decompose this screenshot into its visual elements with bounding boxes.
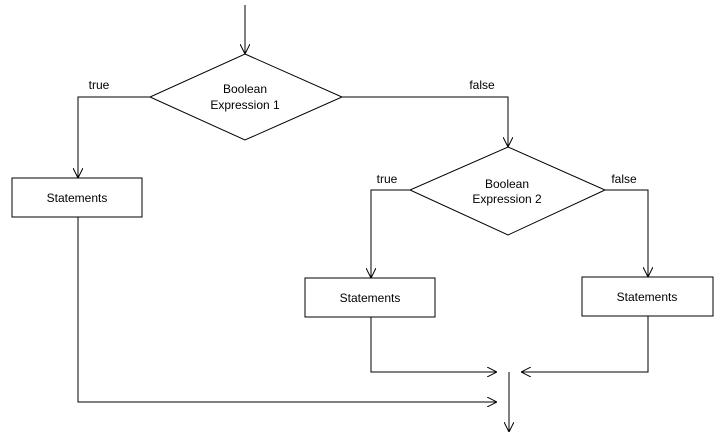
decision-1-diamond xyxy=(148,53,344,141)
decision-2-false-arrow xyxy=(605,189,648,277)
statements-box-2 xyxy=(304,277,436,318)
decision-2-label-line1: Boolean xyxy=(485,177,529,191)
decision-1-true-arrow xyxy=(78,96,150,178)
decision-1-true-label: true xyxy=(89,78,110,92)
statements-box-1-label: Statements xyxy=(47,191,108,205)
decision-2-true-label: true xyxy=(377,172,398,186)
statements-box-3-label: Statements xyxy=(617,290,678,304)
statements-box-2-label: Statements xyxy=(340,291,401,305)
decision-2-true-arrow xyxy=(371,189,410,278)
decision-2-label-line2: Expression 2 xyxy=(472,192,542,206)
decision-1-false-arrow xyxy=(342,96,508,147)
decision-1-label-line2: Expression 1 xyxy=(210,98,280,112)
decision-1-label-line1: Boolean xyxy=(223,82,267,96)
statements-1-merge-arrow xyxy=(77,217,497,402)
decision-1-false-label: false xyxy=(469,78,495,92)
decision-2-false-label: false xyxy=(611,172,637,186)
statements-2-merge-arrow xyxy=(370,317,497,372)
statements-box-1 xyxy=(11,177,143,218)
statements-3-merge-arrow xyxy=(521,316,649,372)
decision-2-diamond xyxy=(408,146,607,236)
